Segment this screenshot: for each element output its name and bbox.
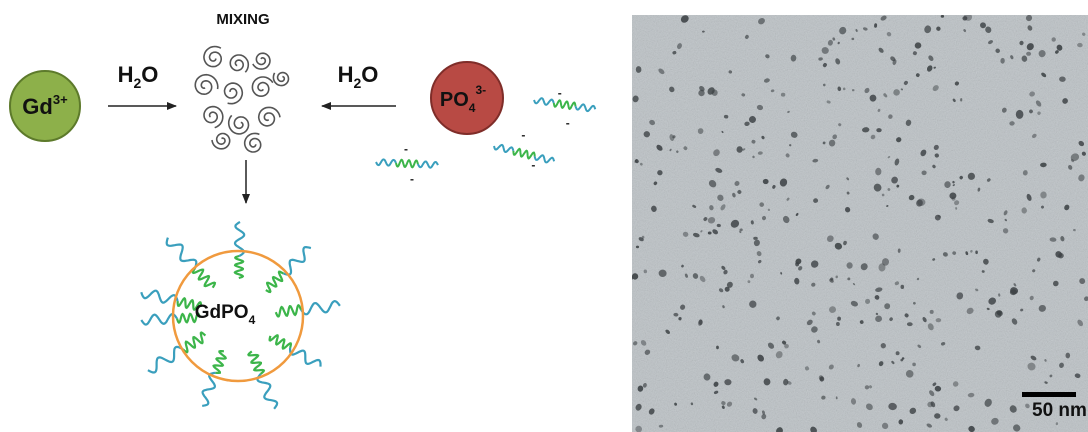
charge-sign: - — [404, 142, 408, 156]
bound-ligand — [165, 237, 217, 289]
mixing-swirl — [203, 45, 222, 68]
mixing-swirl — [243, 132, 262, 153]
synthesis-scheme: MIXING Gd3+ H2O PO43- H2O ------ GdPO4 — [9, 11, 597, 410]
mixing-swirl — [223, 82, 244, 105]
tem-micrograph: 50 nm — [632, 15, 1088, 432]
phosphate-charge: 3- — [475, 83, 486, 97]
free-ligand: -- — [493, 128, 556, 172]
phosphate-symbol: PO — [440, 89, 469, 111]
mixing-swirl — [203, 105, 224, 129]
mixing-swirl-cluster — [194, 45, 290, 153]
mixing-swirl — [257, 106, 281, 127]
nanoparticle-shell — [171, 249, 305, 383]
charge-sign: - — [531, 158, 535, 172]
free-ligand: -- — [375, 142, 439, 186]
bound-ligand — [247, 350, 279, 410]
gd-ion-symbol: Gd — [22, 94, 53, 119]
free-ligand: -- — [533, 86, 597, 130]
phosphate-ion: PO4 3- — [430, 61, 504, 135]
phosphate-ion-circle — [430, 61, 504, 135]
scale-bar-line — [1022, 392, 1076, 397]
charge-sign: - — [410, 172, 414, 186]
gd-ion-charge: 3+ — [53, 92, 68, 107]
bound-ligand — [147, 331, 207, 374]
mixing-swirl — [194, 73, 219, 96]
mixing-swirl — [211, 132, 231, 150]
bound-ligand — [268, 334, 322, 367]
charge-sign: - — [521, 128, 525, 142]
svg-text:PO43-: PO4 3- — [440, 83, 486, 115]
free-ligand-group: ------ — [375, 86, 597, 186]
mixing-swirl — [252, 52, 271, 70]
bound-ligand — [265, 245, 312, 294]
scale-bar-label: 50 nm — [1032, 400, 1087, 421]
gd-ion-circle — [9, 70, 81, 142]
bound-ligand — [274, 299, 341, 318]
bound-ligand — [140, 289, 203, 312]
water-label-left: H2O — [118, 62, 159, 91]
mixing-swirl — [251, 76, 274, 98]
charge-sign: - — [566, 116, 570, 130]
phosphate-subscript: 4 — [469, 101, 476, 115]
bound-ligand — [201, 350, 227, 407]
tem-particles — [632, 15, 1088, 432]
mixing-swirl — [229, 54, 250, 73]
mixing-swirl — [227, 114, 250, 135]
mixing-label: MIXING — [216, 11, 269, 28]
bound-ligand — [140, 312, 202, 326]
gd-ion: Gd3+ — [9, 70, 81, 142]
scale-bar: 50 nm — [1018, 386, 1088, 426]
mixing-swirl — [272, 71, 290, 87]
water-label-right: H2O — [338, 62, 379, 91]
svg-text:Gd3+: Gd3+ — [22, 92, 68, 119]
charge-sign: - — [558, 86, 562, 100]
nanoparticle-label: GdPO4 — [195, 302, 256, 327]
